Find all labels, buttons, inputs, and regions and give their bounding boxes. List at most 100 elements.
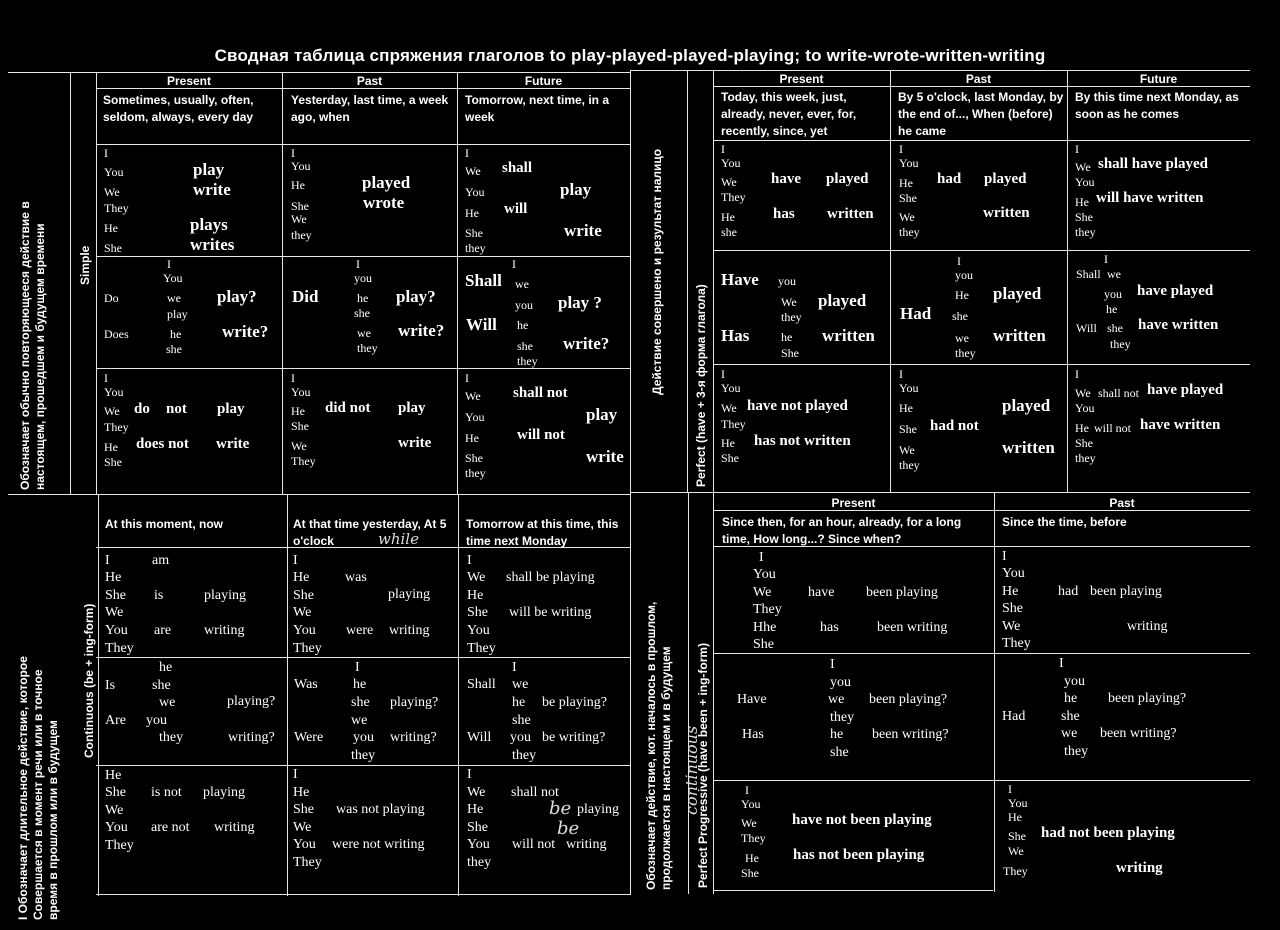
pronoun: She bbox=[467, 605, 488, 620]
pronoun: They bbox=[467, 641, 496, 656]
verb: written bbox=[827, 206, 874, 222]
pronoun: We bbox=[721, 175, 737, 189]
pronoun: play bbox=[167, 307, 188, 321]
auxiliary: will bbox=[504, 201, 528, 217]
header-future: Future bbox=[524, 74, 563, 88]
verb: writing? bbox=[390, 730, 437, 745]
pronoun: We bbox=[721, 401, 737, 415]
auxiliary: has bbox=[773, 206, 795, 222]
pronoun: She bbox=[781, 346, 799, 360]
header-pp-past: Past bbox=[1109, 496, 1135, 510]
auxiliary: Will bbox=[467, 730, 492, 745]
pronoun: I bbox=[467, 767, 472, 782]
pronoun: She bbox=[467, 820, 488, 835]
verb: play? bbox=[396, 287, 436, 306]
hint-pp-present: Since then, for an hour, already, for a … bbox=[722, 515, 962, 546]
pronoun: I bbox=[291, 371, 295, 385]
pronoun: We bbox=[753, 585, 772, 600]
negation: are not bbox=[151, 820, 190, 835]
pronoun: I bbox=[104, 146, 108, 160]
pronoun: she bbox=[952, 309, 968, 323]
pronoun: I bbox=[293, 767, 298, 782]
pronoun: They bbox=[293, 641, 322, 656]
negation: shall not bbox=[1098, 386, 1139, 400]
pronoun: he bbox=[353, 677, 367, 692]
verb: write bbox=[193, 180, 231, 199]
verb: been writing bbox=[877, 620, 948, 635]
pronoun: I bbox=[1075, 367, 1079, 381]
pronoun: they bbox=[899, 458, 920, 472]
pronoun: we bbox=[828, 692, 845, 707]
pronoun: they bbox=[357, 341, 378, 355]
verb-phrase: were not writing bbox=[332, 837, 425, 852]
pronoun: They bbox=[104, 420, 129, 434]
verb: played bbox=[984, 171, 1027, 187]
pronoun: she bbox=[1061, 709, 1080, 724]
pronoun: You bbox=[293, 837, 316, 852]
verb: playing bbox=[203, 785, 245, 800]
verb-phrase: have not been playing bbox=[792, 812, 932, 828]
auxiliary: Have bbox=[737, 692, 767, 707]
verb: played bbox=[993, 284, 1042, 303]
pronoun: They bbox=[105, 838, 134, 853]
pronoun: She bbox=[465, 226, 483, 240]
pronoun: he bbox=[830, 727, 844, 742]
auxiliary: Had bbox=[900, 304, 932, 323]
pronoun: You bbox=[465, 185, 485, 199]
auxiliary: Shall bbox=[465, 271, 502, 290]
auxiliary: Were bbox=[294, 730, 324, 745]
pronoun: I bbox=[355, 660, 360, 675]
pronoun: They bbox=[721, 417, 746, 431]
pronoun: you bbox=[955, 268, 973, 282]
pronoun: they bbox=[1075, 451, 1096, 465]
auxiliary: were bbox=[346, 623, 374, 638]
hint-simple-past: Yesterday, last time, a week ago, when bbox=[291, 93, 449, 124]
verb-phrase: shall be playing bbox=[506, 570, 595, 585]
pronoun: We bbox=[1002, 619, 1021, 634]
pronoun: You bbox=[467, 623, 490, 638]
verb: written bbox=[822, 326, 875, 345]
verb: playing bbox=[388, 587, 430, 602]
header-past: Past bbox=[356, 74, 383, 88]
verb: play? bbox=[217, 287, 257, 306]
negation: shall not bbox=[511, 785, 559, 800]
verb: written bbox=[993, 326, 1046, 345]
hint-simple-future: Tomorrow, next time, in a week bbox=[465, 93, 610, 124]
continuous-description: I Обозначает длительное действие, которо… bbox=[16, 656, 60, 920]
verb: writing? bbox=[228, 730, 275, 745]
pronoun: We bbox=[1075, 386, 1091, 400]
auxiliary: Did bbox=[292, 287, 319, 306]
pronoun: you bbox=[353, 730, 374, 745]
pronoun: He bbox=[721, 210, 735, 224]
pronoun: he bbox=[1064, 691, 1078, 706]
auxiliary: have bbox=[771, 171, 801, 187]
pronoun: You bbox=[741, 797, 761, 811]
pronoun: she bbox=[1107, 321, 1123, 335]
verb: play bbox=[217, 401, 245, 417]
pronoun: he bbox=[512, 695, 526, 710]
header-pp-present: Present bbox=[831, 496, 876, 510]
auxiliary: Has bbox=[721, 326, 750, 345]
verb: been playing bbox=[1090, 584, 1162, 599]
pronoun: I bbox=[1104, 252, 1108, 266]
verb-phrase: was not playing bbox=[336, 802, 425, 817]
pronoun: He bbox=[291, 178, 305, 192]
verb: have written bbox=[1140, 417, 1221, 433]
verb: writing bbox=[1116, 860, 1163, 876]
negation: not bbox=[166, 401, 187, 417]
pronoun: She bbox=[1002, 601, 1023, 616]
pronoun: they bbox=[1064, 744, 1089, 759]
pronoun: they bbox=[517, 354, 538, 368]
negation: do bbox=[134, 401, 150, 417]
pronoun: I bbox=[1059, 656, 1064, 671]
pronoun: We bbox=[465, 389, 481, 403]
pronoun: We bbox=[105, 605, 124, 620]
verb: play ? bbox=[558, 293, 602, 312]
auxiliary: is bbox=[154, 588, 164, 603]
pronoun: You bbox=[753, 567, 776, 582]
pronoun: He bbox=[293, 570, 310, 585]
header-present: Present bbox=[166, 74, 212, 88]
pronoun: She bbox=[104, 455, 122, 469]
verb: be writing? bbox=[542, 730, 606, 745]
verb: written bbox=[983, 205, 1030, 221]
